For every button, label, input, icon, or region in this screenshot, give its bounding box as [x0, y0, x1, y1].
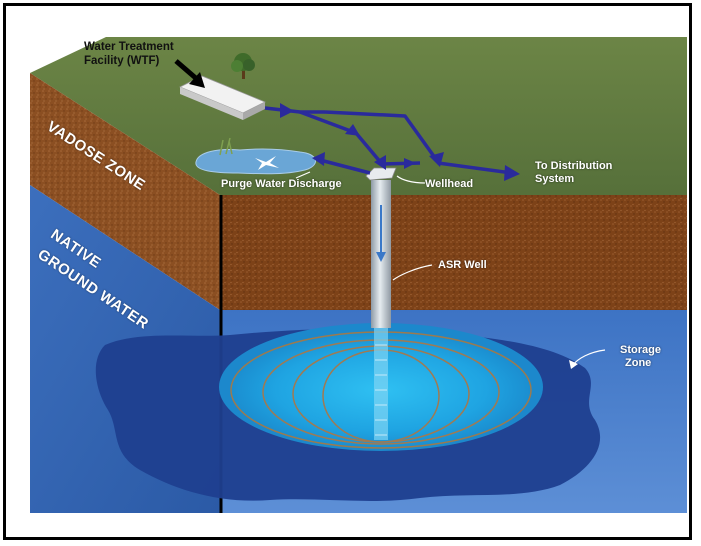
treatment-facility-side	[180, 87, 243, 120]
storage-label-line2: Zone	[625, 357, 652, 369]
wellhead-label: Wellhead	[425, 178, 474, 190]
distribution-label-line1: To Distribution	[535, 160, 613, 172]
storage-callout-head	[569, 360, 578, 369]
asr-well-screen	[374, 328, 388, 440]
wtf-pointer-arrowhead	[189, 72, 205, 88]
asr-well-callout	[392, 264, 433, 281]
storage-label-line1: Storage	[620, 344, 661, 356]
treatment-facility-end	[243, 102, 265, 120]
vadose-soil-front	[220, 195, 687, 311]
asr-well-label: ASR Well	[438, 259, 487, 271]
tree-icon	[231, 53, 255, 79]
well-screen-slots	[375, 344, 387, 436]
purge-callout	[295, 171, 311, 179]
purge-label: Purge Water Discharge	[221, 178, 342, 190]
wellhead-callout	[396, 175, 426, 184]
wtf-label-line2: Facility (WTF)	[84, 55, 160, 67]
distribution-label-line2: System	[535, 173, 575, 185]
wtf-label-line1: Water Treatment	[84, 41, 174, 53]
purge-pond	[195, 137, 316, 175]
vadose-soil-left	[30, 73, 220, 310]
wellhead-cap	[365, 167, 397, 181]
wtf-pointer-arrow	[174, 59, 200, 82]
flow-arrowheads	[280, 103, 520, 181]
well-flow-arrowhead	[376, 252, 386, 262]
